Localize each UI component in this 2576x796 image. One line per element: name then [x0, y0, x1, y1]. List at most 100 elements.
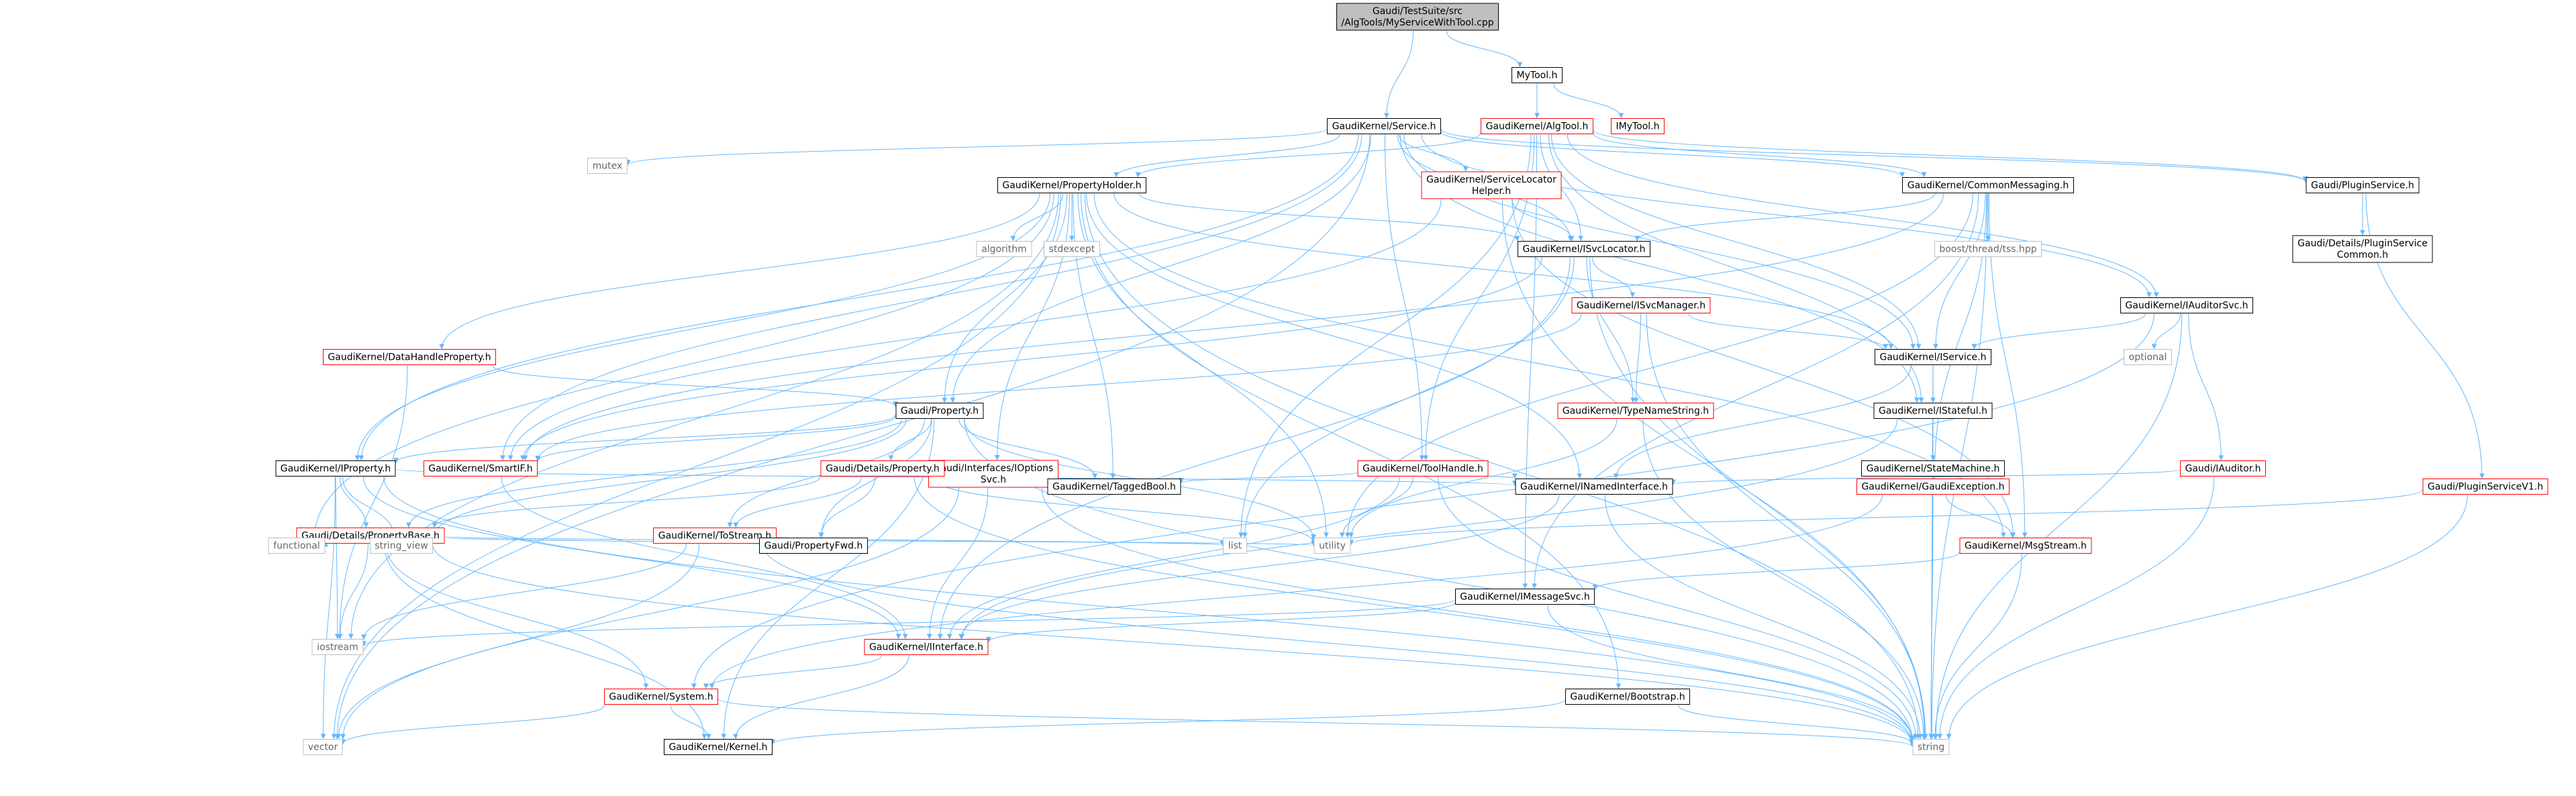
node-label: GaudiKernel/System.h: [609, 692, 713, 703]
node-tostream[interactable]: GaudiKernel/ToStream.h: [653, 528, 777, 544]
node-box: [311, 639, 364, 655]
node-label: GaudiKernel/PropertyHolder.h: [1002, 181, 1141, 191]
edge-property-to-iproperty: [393, 415, 896, 464]
node-box[interactable]: [1327, 118, 1441, 134]
node-service[interactable]: GaudiKernel/Service.h: [1327, 118, 1441, 134]
node-box[interactable]: [1611, 118, 1665, 134]
node-box[interactable]: [323, 349, 496, 365]
node-propertyfwd[interactable]: Gaudi/PropertyFwd.h: [759, 538, 868, 554]
node-box[interactable]: [2180, 460, 2266, 477]
node-system[interactable]: GaudiKernel/System.h: [604, 689, 718, 705]
node-label: stdexcept: [1049, 244, 1095, 255]
node-property[interactable]: Gaudi/Property.h: [895, 403, 984, 419]
node-box[interactable]: [1481, 118, 1593, 134]
node-label: utility: [1319, 541, 1346, 552]
edge-propholder-to-taggedbool: [1073, 193, 1116, 479]
node-istateful[interactable]: GaudiKernel/IStateful.h: [1873, 403, 1993, 419]
edge-tostream-to-vector: [336, 544, 700, 740]
node-gaudiexception[interactable]: GaudiKernel/GaudiException.h: [1856, 479, 2010, 495]
edge-iauditorsvc-to-optional: [2151, 313, 2181, 350]
node-box[interactable]: [1565, 689, 1690, 705]
node-imytool[interactable]: IMyTool.h: [1611, 118, 1665, 134]
node-smartif[interactable]: GaudiKernel/SmartIF.h: [424, 460, 538, 477]
node-msgstream[interactable]: GaudiKernel/MsgStream.h: [1959, 538, 2092, 554]
node-kernel[interactable]: GaudiKernel/Kernel.h: [664, 739, 773, 755]
node-box[interactable]: [275, 460, 396, 477]
node-box[interactable]: [664, 739, 773, 755]
node-box: [2124, 349, 2172, 365]
node-box[interactable]: [604, 689, 718, 705]
node-box[interactable]: [1557, 403, 1714, 419]
node-label: GaudiKernel/ISvcManager.h: [1577, 301, 1705, 311]
node-box[interactable]: [1515, 479, 1673, 495]
node-detailsproperty[interactable]: Gaudi/Details/Property.h: [820, 460, 945, 477]
node-box[interactable]: [653, 528, 777, 544]
node-isvcmanager[interactable]: GaudiKernel/ISvcManager.h: [1571, 297, 1711, 313]
edge-property-to-detailsproperty: [888, 419, 932, 461]
node-box[interactable]: [1873, 403, 1993, 419]
node-isvclocator[interactable]: GaudiKernel/ISvcLocator.h: [1518, 241, 1650, 257]
node-label: Gaudi/PluginService.h: [2311, 181, 2414, 191]
node-algtool[interactable]: GaudiKernel/AlgTool.h: [1481, 118, 1593, 134]
node-iauditorsvc[interactable]: GaudiKernel/IAuditorSvc.h: [2120, 297, 2253, 313]
edge-gaudiexception-to-string: [1928, 495, 1934, 740]
node-box[interactable]: [864, 639, 989, 655]
node-iproperty[interactable]: GaudiKernel/IProperty.h: [275, 460, 396, 477]
node-box[interactable]: [2422, 479, 2548, 495]
node-box[interactable]: [1571, 297, 1711, 313]
edge-algtool-to-list: [1238, 134, 1532, 538]
node-vector: vector: [303, 739, 343, 755]
node-box: [587, 158, 628, 174]
node-pluginsvcv1[interactable]: Gaudi/PluginServiceV1.h: [2422, 479, 2548, 495]
node-box[interactable]: [1455, 589, 1595, 605]
node-mytool[interactable]: MyTool.h: [1512, 67, 1563, 83]
node-label: GaudiKernel/TaggedBool.h: [1052, 482, 1176, 493]
node-box[interactable]: [997, 177, 1146, 193]
node-iinterface[interactable]: GaudiKernel/IInterface.h: [864, 639, 989, 655]
edge-ioptionssvc-to-iinterface: [926, 487, 989, 640]
node-box[interactable]: [1861, 460, 2005, 477]
node-box[interactable]: [1959, 538, 2092, 554]
node-toolhandle[interactable]: GaudiKernel/ToolHandle.h: [1357, 460, 1489, 477]
node-mutex: mutex: [587, 158, 628, 174]
node-box[interactable]: [1875, 349, 1991, 365]
node-bootstrap[interactable]: GaudiKernel/Bootstrap.h: [1565, 689, 1690, 705]
edge-mytool-to-imytool: [1553, 83, 1624, 119]
node-box[interactable]: [1512, 67, 1563, 83]
node-box[interactable]: [2306, 177, 2420, 193]
node-taggedbool[interactable]: GaudiKernel/TaggedBool.h: [1047, 479, 1181, 495]
node-box[interactable]: [1047, 479, 1181, 495]
edge-iproperty-to-vector: [320, 477, 336, 740]
node-box[interactable]: [759, 538, 868, 554]
node-pluginsvc[interactable]: Gaudi/PluginService.h: [2306, 177, 2420, 193]
node-box: [303, 739, 343, 755]
node-box[interactable]: [820, 460, 945, 477]
node-inamedinterface[interactable]: GaudiKernel/INamedInterface.h: [1515, 479, 1673, 495]
node-box[interactable]: [1856, 479, 2010, 495]
node-box[interactable]: [1902, 177, 2074, 193]
node-propholder[interactable]: GaudiKernel/PropertyHolder.h: [997, 177, 1146, 193]
node-typenamestring[interactable]: GaudiKernel/TypeNameString.h: [1557, 403, 1714, 419]
node-iservice[interactable]: GaudiKernel/IService.h: [1875, 349, 1991, 365]
node-imessagesvc[interactable]: GaudiKernel/IMessageSvc.h: [1455, 589, 1595, 605]
edge-property-to-string_view: [430, 419, 907, 538]
node-box[interactable]: [1518, 241, 1650, 257]
node-label: GaudiKernel/ToolHandle.h: [1363, 464, 1483, 475]
node-datahandleprop[interactable]: GaudiKernel/DataHandleProperty.h: [323, 349, 496, 365]
edge-pluginsvcv1-to-utility: [1348, 489, 2423, 546]
node-label: Gaudi/IAuditor.h: [2185, 464, 2261, 475]
node-box[interactable]: [1357, 460, 1489, 477]
node-commonmsg[interactable]: GaudiKernel/CommonMessaging.h: [1902, 177, 2074, 193]
node-box[interactable]: [2120, 297, 2253, 313]
node-box[interactable]: [1421, 171, 1562, 199]
node-statemachine[interactable]: GaudiKernel/StateMachine.h: [1861, 460, 2005, 477]
node-box[interactable]: [2292, 235, 2433, 263]
node-box[interactable]: [895, 403, 984, 419]
node-iauditor[interactable]: Gaudi/IAuditor.h: [2180, 460, 2266, 477]
node-box[interactable]: [424, 460, 538, 477]
node-box[interactable]: [928, 460, 1058, 488]
node-box: [976, 241, 1032, 257]
